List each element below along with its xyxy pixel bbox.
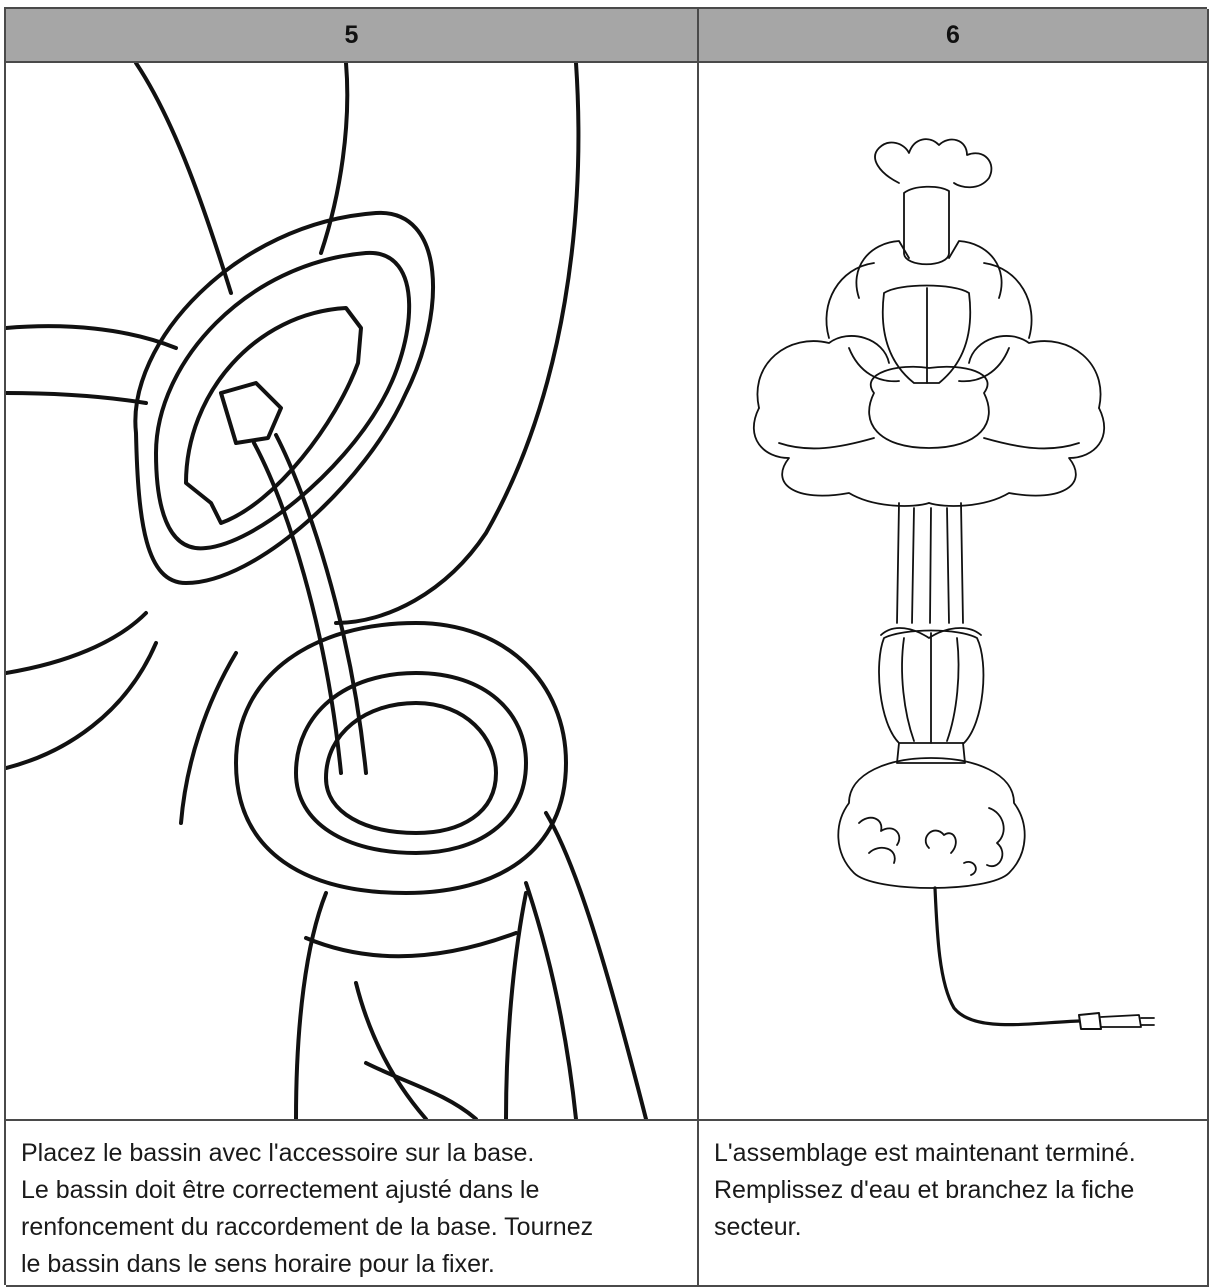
step-6-illustration bbox=[699, 63, 1209, 1121]
step-6-number: 6 bbox=[946, 20, 960, 49]
basin-fitting-onto-base-illustration bbox=[6, 63, 648, 1119]
assembly-instructions-table: 5 6 bbox=[4, 7, 1209, 1287]
step-6-line-1: L'assemblage est maintenant terminé. bbox=[714, 1139, 1136, 1167]
step-5-number: 5 bbox=[344, 20, 359, 49]
step-5-line-2: Le bassin doit être correctement ajusté … bbox=[21, 1176, 540, 1204]
step-5-header: 5 bbox=[6, 9, 699, 63]
step-6-description: L'assemblage est maintenant terminé. Rem… bbox=[699, 1121, 1209, 1287]
step-5-description: Placez le bassin avec l'accessoire sur l… bbox=[6, 1121, 699, 1287]
step-6-line-3: secteur. bbox=[714, 1213, 802, 1241]
step-6-line-2: Remplissez d'eau et branchez la fiche bbox=[714, 1176, 1135, 1204]
step-5-line-4: le bassin dans le sens horaire pour la f… bbox=[21, 1250, 495, 1278]
step-6-header: 6 bbox=[699, 9, 1209, 63]
assembled-fountain-illustration bbox=[753, 138, 1155, 1030]
step-5-line-1: Placez le bassin avec l'accessoire sur l… bbox=[21, 1139, 535, 1167]
step-5-illustration bbox=[6, 63, 699, 1121]
step-5-line-3: renfoncement du raccordement de la base.… bbox=[21, 1213, 594, 1241]
